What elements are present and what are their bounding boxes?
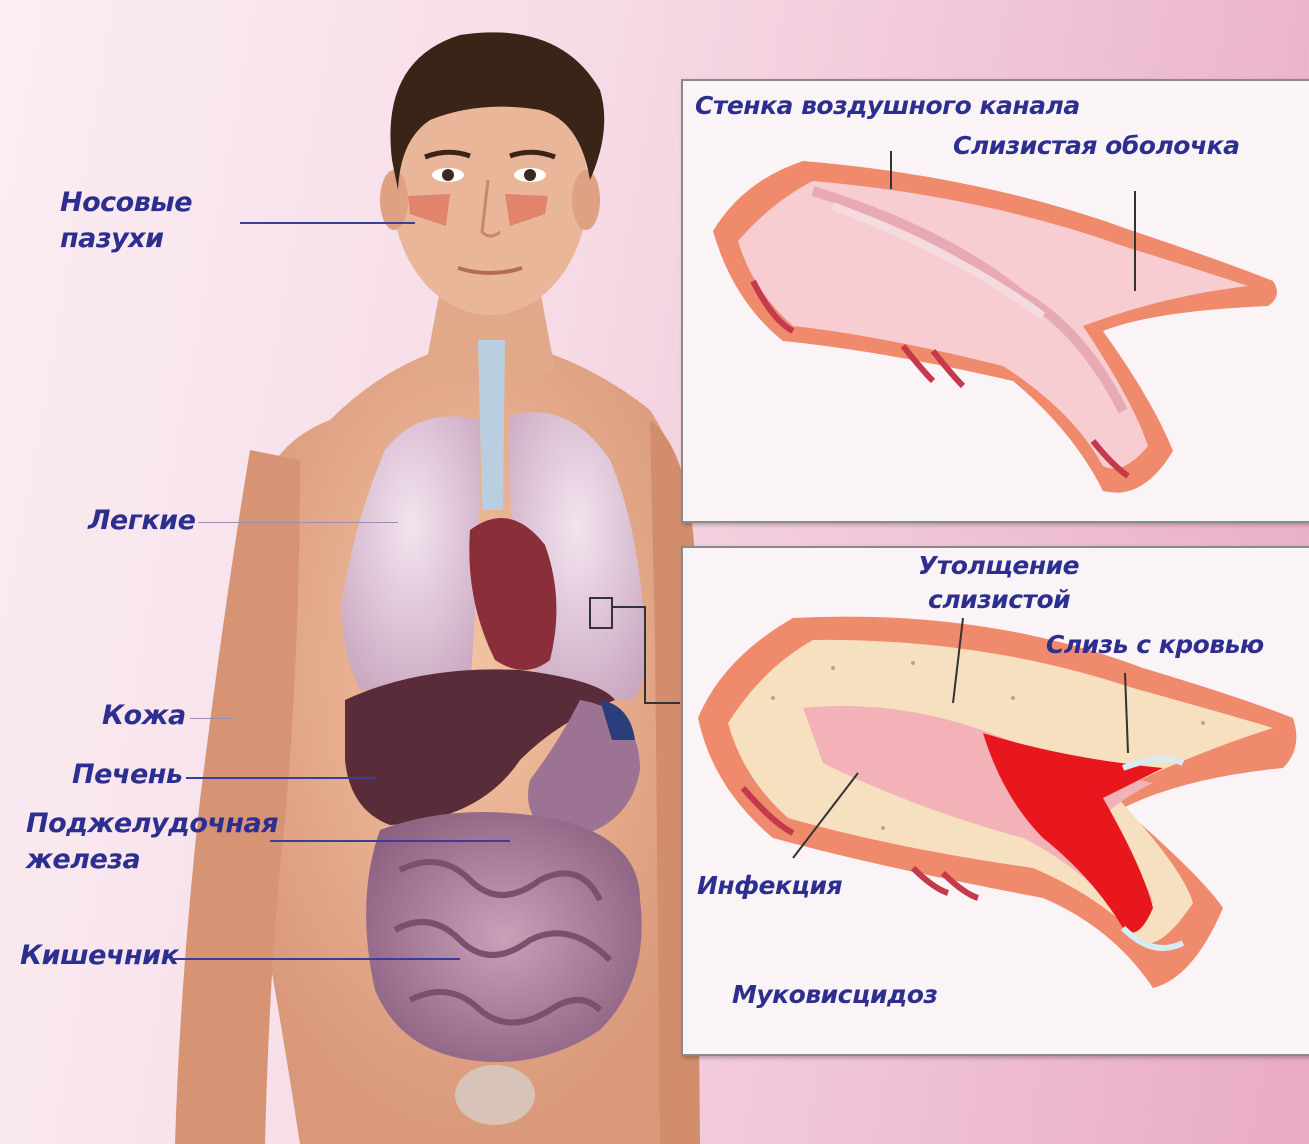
label-cf-title: Муковисцидоз: [732, 977, 937, 1013]
label-pancreas: Поджелудочная железа: [26, 806, 278, 878]
label-intestine: Кишечник: [20, 938, 178, 974]
leader-intestine: [170, 958, 460, 960]
label-skin: Кожа: [102, 698, 186, 734]
leader-sinuses: [240, 222, 415, 224]
leader-liver: [186, 777, 376, 779]
label-mucus-blood: Слизь с кровью: [1046, 627, 1264, 663]
ear-right: [572, 170, 600, 230]
arm-left: [175, 450, 300, 1144]
ear-left: [380, 170, 408, 230]
leader-lungs: [198, 522, 398, 523]
label-mucous-membrane: Слизистая оболочка: [953, 128, 1239, 164]
label-airway-wall: Стенка воздушного канала: [695, 88, 1080, 124]
label-infection: Инфекция: [697, 868, 842, 904]
bladder: [455, 1065, 535, 1125]
label-liver: Печень: [72, 757, 182, 793]
leader-skin: [190, 718, 235, 719]
trachea: [478, 340, 505, 510]
label-lungs: Легкие: [88, 503, 195, 539]
label-thickening: Утолщение слизистой: [918, 549, 1079, 617]
label-sinuses: Носовые пазухи: [60, 185, 192, 257]
leader-pancreas: [270, 840, 510, 842]
